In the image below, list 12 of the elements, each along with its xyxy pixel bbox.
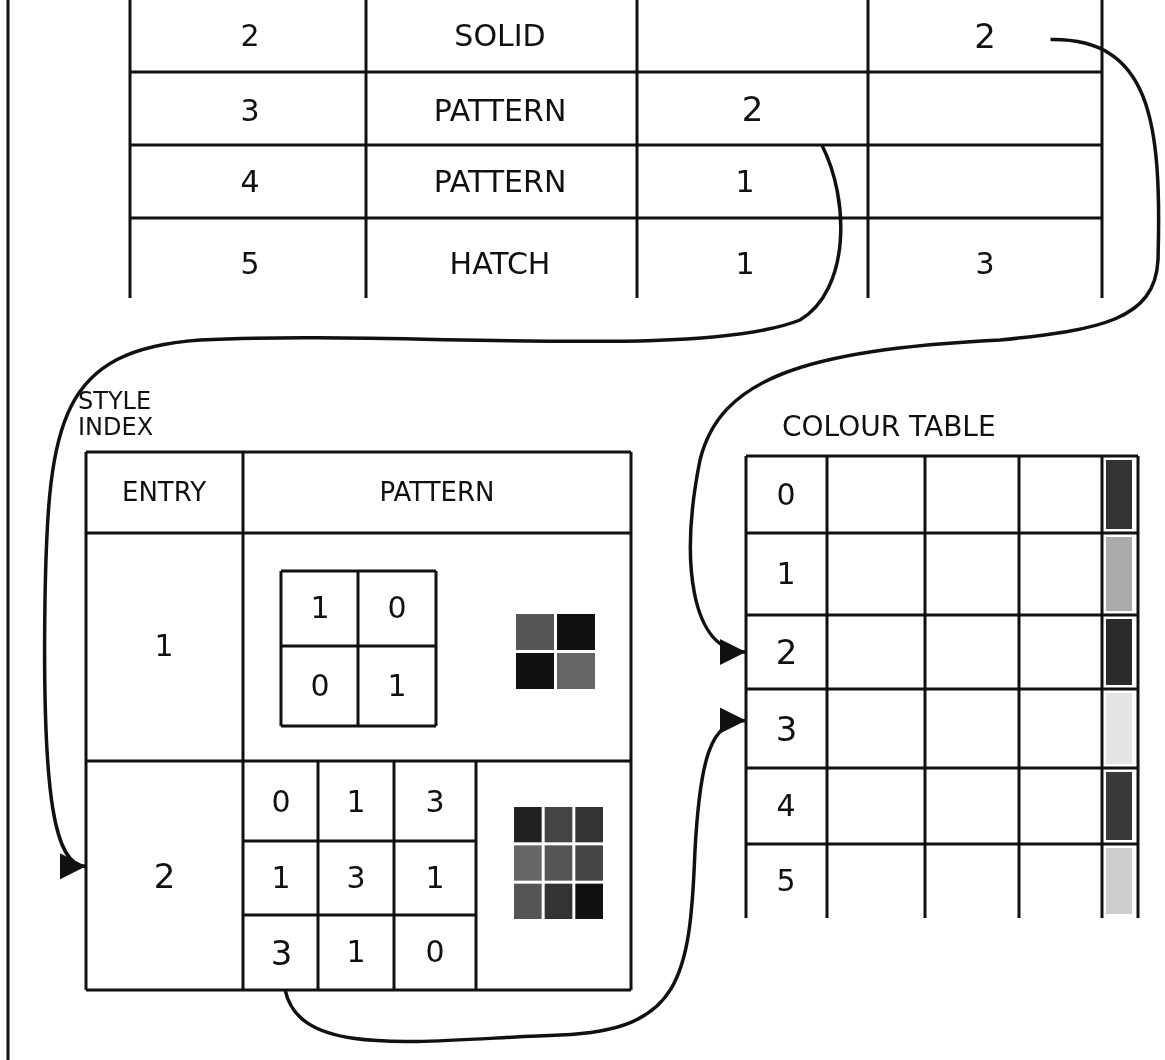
cell-text: 1 — [346, 937, 366, 967]
cell-text: 0 — [425, 937, 445, 967]
cell-text: SOLID — [454, 21, 546, 51]
cell-text: 2 — [240, 21, 260, 51]
cell-text: 3 — [975, 249, 995, 279]
table-cell: 2 — [868, 0, 1102, 72]
table-heading: COLOUR TABLE — [782, 412, 996, 443]
table-cell: 3 — [245, 915, 318, 990]
table-cell: 2 — [637, 72, 868, 145]
arrow — [688, 37, 1161, 662]
cell-text: PATTERN — [433, 96, 567, 126]
cell-text: 3 — [240, 96, 260, 126]
